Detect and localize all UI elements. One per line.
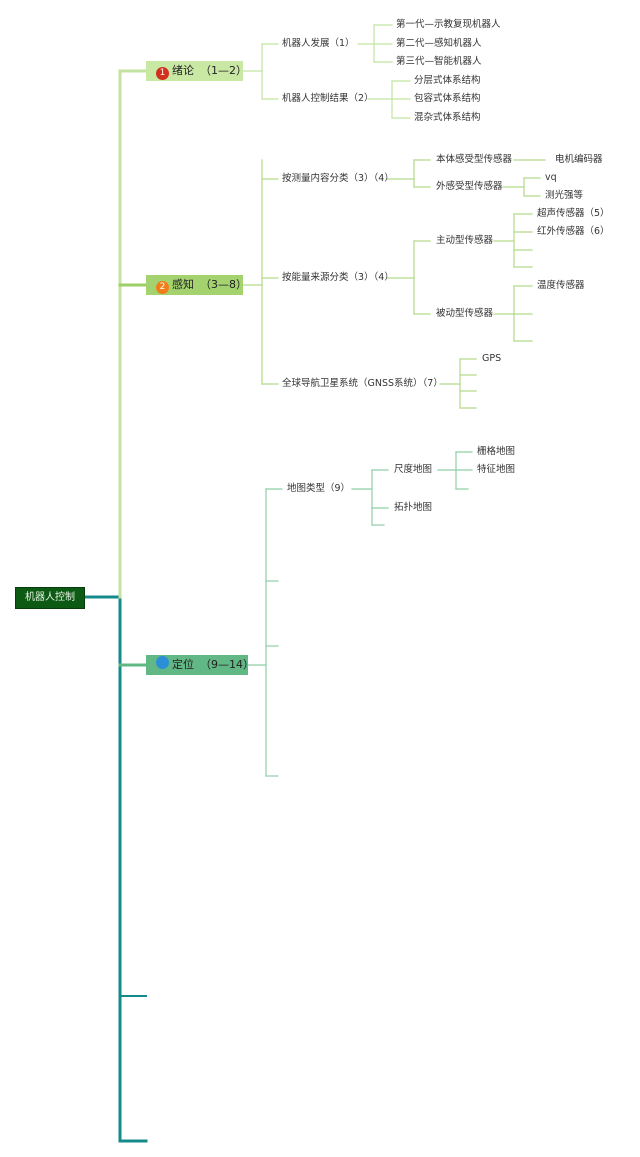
node-proprioceptive[interactable]: 本体感受型传感器 xyxy=(436,154,513,165)
topic-control-architecture[interactable]: 机器人控制结果（2） xyxy=(282,93,374,104)
leaf-temperature[interactable]: 温度传感器 xyxy=(537,280,585,291)
leaf-infrared[interactable]: 红外传感器（6） xyxy=(537,226,610,237)
number-two-badge-icon: 2 xyxy=(156,281,169,294)
chapter-pages: （9—14） xyxy=(200,658,254,671)
number-one-badge-icon: 1 xyxy=(156,67,169,80)
node-active-sensor[interactable]: 主动型传感器 xyxy=(436,235,494,246)
leaf-layered[interactable]: 分层式体系结构 xyxy=(414,75,481,86)
leaf-hybrid[interactable]: 混杂式体系结构 xyxy=(414,112,481,123)
leaf-vq[interactable]: vq xyxy=(545,172,557,183)
node-exteroceptive[interactable]: 外感受型传感器 xyxy=(436,181,503,192)
topic-map-types[interactable]: 地图类型（9） xyxy=(287,483,351,494)
chapter-label: 感知 xyxy=(172,278,194,291)
leaf-motor-encoder[interactable]: 电机编码器 xyxy=(555,154,603,165)
chapter-label: 绪论 xyxy=(172,64,194,77)
blue-badge-icon xyxy=(156,656,169,669)
leaf-ultrasonic[interactable]: 超声传感器（5） xyxy=(537,208,610,219)
leaf-gen1[interactable]: 第一代—示教复现机器人 xyxy=(396,19,501,30)
chapter-pages: （3—8） xyxy=(200,278,247,291)
topic-by-measurement[interactable]: 按测量内容分类（3）（4） xyxy=(282,173,394,184)
leaf-gps[interactable]: GPS xyxy=(482,353,502,364)
leaf-subsumption[interactable]: 包容式体系结构 xyxy=(414,93,481,104)
topic-gnss[interactable]: 全球导航卫星系统（GNSS系统）（7） xyxy=(282,378,443,389)
chapter-label: 定位 xyxy=(172,658,194,671)
chapter-node-localization[interactable]: 定位 （9—14） xyxy=(146,655,254,675)
leaf-feature-map[interactable]: 特征地图 xyxy=(477,464,516,475)
root-node[interactable]: 机器人控制 xyxy=(15,587,85,609)
chapter-pages: （1—2） xyxy=(200,64,247,77)
leaf-light-measure[interactable]: 测光强等 xyxy=(545,190,584,201)
leaf-grid-map[interactable]: 栅格地图 xyxy=(477,446,516,457)
node-metric-map[interactable]: 尺度地图 xyxy=(394,464,433,475)
node-passive-sensor[interactable]: 被动型传感器 xyxy=(436,308,494,319)
topic-robot-development[interactable]: 机器人发展（1） xyxy=(282,38,355,49)
leaf-gen2[interactable]: 第二代—感知机器人 xyxy=(396,38,482,49)
topic-by-energy[interactable]: 按能量来源分类（3）（4） xyxy=(282,272,394,283)
leaf-gen3[interactable]: 第三代—智能机器人 xyxy=(396,56,482,67)
node-topological-map[interactable]: 拓扑地图 xyxy=(394,502,433,513)
